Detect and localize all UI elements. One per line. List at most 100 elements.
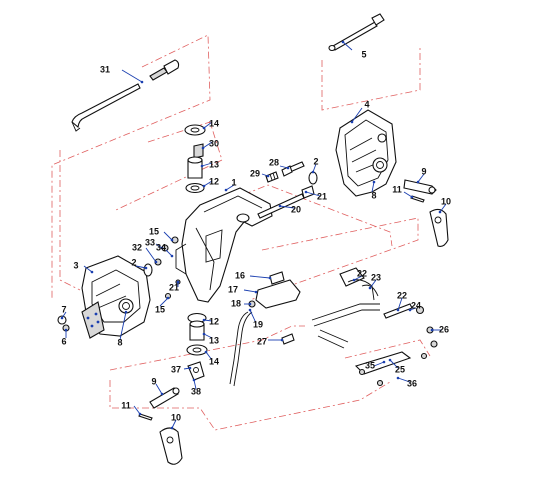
callout-c26: 26 xyxy=(430,324,449,334)
callout-c14a: 14 xyxy=(202,118,219,130)
callout-c21a: 21 xyxy=(304,190,327,201)
part-hardware-center xyxy=(257,161,318,219)
callout-leader-dot xyxy=(202,318,206,322)
callout-leader-dot xyxy=(280,338,284,342)
callout-leader-line xyxy=(439,203,447,213)
callout-c11b: 11 xyxy=(121,400,142,416)
callout-leader-line xyxy=(279,165,289,169)
callout-number: 37 xyxy=(171,364,181,374)
part-arm-right xyxy=(403,179,449,247)
callout-c35: 35 xyxy=(365,360,386,370)
callout-c19: 19 xyxy=(248,308,263,329)
callout-leader-line xyxy=(159,297,169,307)
callout-leader-dot xyxy=(254,290,258,294)
callout-c22b: 22 xyxy=(396,290,407,312)
callout-c13b: 13 xyxy=(202,332,219,345)
callout-leader-line xyxy=(133,405,141,415)
callout-c25: 25 xyxy=(388,358,405,374)
callout-leader-dot xyxy=(204,350,208,354)
callout-leader-line xyxy=(353,275,363,281)
callout-leader-line xyxy=(397,377,411,383)
callout-leader-line xyxy=(202,141,213,149)
callout-leader-line xyxy=(165,249,173,257)
callout-leader-line xyxy=(403,191,413,198)
callout-leader-dot xyxy=(352,278,356,282)
part-nuts-7-6 xyxy=(57,315,70,332)
callout-c7: 7 xyxy=(60,304,67,320)
phantom-lines xyxy=(51,34,431,431)
callout-c14b: 14 xyxy=(204,350,219,366)
part-plate-25-35 xyxy=(354,351,428,387)
callout-number: 2 xyxy=(131,257,136,267)
callout-leader-line xyxy=(305,191,321,197)
part-bolt-5 xyxy=(328,13,385,52)
callout-c8b: 8 xyxy=(117,310,128,347)
callout-number: 28 xyxy=(269,157,279,167)
callout-number: 5 xyxy=(361,49,366,59)
callout-leader-dot xyxy=(410,195,414,199)
callout-leader-dot xyxy=(311,170,315,174)
callout-c10a: 10 xyxy=(438,196,451,214)
callout-number: 25 xyxy=(395,364,405,374)
callout-leader-dot xyxy=(60,316,64,320)
callout-leader-dot xyxy=(64,328,68,332)
callout-number: 34 xyxy=(156,242,166,252)
callout-number: 12 xyxy=(209,316,219,326)
callout-number: 17 xyxy=(228,284,238,294)
callout-leader-dot xyxy=(368,286,372,290)
callout-leader-dot xyxy=(124,310,128,314)
callout-leader-dot xyxy=(176,280,180,284)
callout-c8a: 8 xyxy=(371,180,377,200)
callout-leader-dot xyxy=(268,276,272,280)
callout-number: 8 xyxy=(371,190,376,200)
callout-leader-dot xyxy=(396,376,400,380)
callout-leader-line xyxy=(225,184,235,191)
callout-number: 29 xyxy=(250,168,260,178)
callout-number: 16 xyxy=(235,270,245,280)
callout-leader-dot xyxy=(202,332,206,336)
callout-number: 6 xyxy=(61,336,66,346)
callout-number: 33 xyxy=(145,237,155,247)
callout-leader-dot xyxy=(304,190,308,194)
callout-leader-dot xyxy=(154,260,158,264)
callout-leader-dot xyxy=(192,378,196,382)
callout-number: 13 xyxy=(209,159,219,169)
callout-leader-line xyxy=(201,162,213,167)
callout-leader-dot xyxy=(396,308,400,312)
callout-leader-line xyxy=(83,265,93,273)
callout-number: 24 xyxy=(411,300,421,310)
callout-leader-dot xyxy=(170,254,174,258)
callout-c18: 18 xyxy=(231,298,252,308)
callout-c1: 1 xyxy=(224,177,237,192)
callout-leader-dot xyxy=(430,328,434,332)
callout-c2a: 2 xyxy=(311,156,319,174)
callout-c3: 3 xyxy=(73,260,94,274)
callout-number: 35 xyxy=(365,360,375,370)
callout-leader-dot xyxy=(388,358,392,362)
part-fitting-37-38 xyxy=(187,361,205,381)
callout-number: 26 xyxy=(439,324,449,334)
callout-leader-line xyxy=(249,309,257,324)
callout-leader-dot xyxy=(382,360,386,364)
callout-number: 2 xyxy=(313,156,318,166)
callout-leader-dot xyxy=(138,412,142,416)
callout-number: 30 xyxy=(209,138,219,148)
callout-leader-line xyxy=(397,297,403,311)
callout-leader-line xyxy=(145,247,157,263)
callout-leader-dot xyxy=(372,180,376,184)
callout-leader-dot xyxy=(224,188,228,192)
callout-leader-line xyxy=(279,205,295,209)
callout-c36: 36 xyxy=(396,376,417,388)
callout-leader-line xyxy=(135,265,147,269)
callout-number: 9 xyxy=(151,376,156,386)
callout-leader-dot xyxy=(248,302,252,306)
callout-c31: 31 xyxy=(100,64,144,84)
part-rod-31 xyxy=(71,59,180,132)
callout-c2b: 2 xyxy=(131,257,148,270)
part-linkage-16-19 xyxy=(229,271,301,387)
callout-leader-line xyxy=(342,41,353,51)
callout-number: 9 xyxy=(421,166,426,176)
callout-number: 22 xyxy=(357,268,367,278)
callout-number: 36 xyxy=(407,378,417,388)
